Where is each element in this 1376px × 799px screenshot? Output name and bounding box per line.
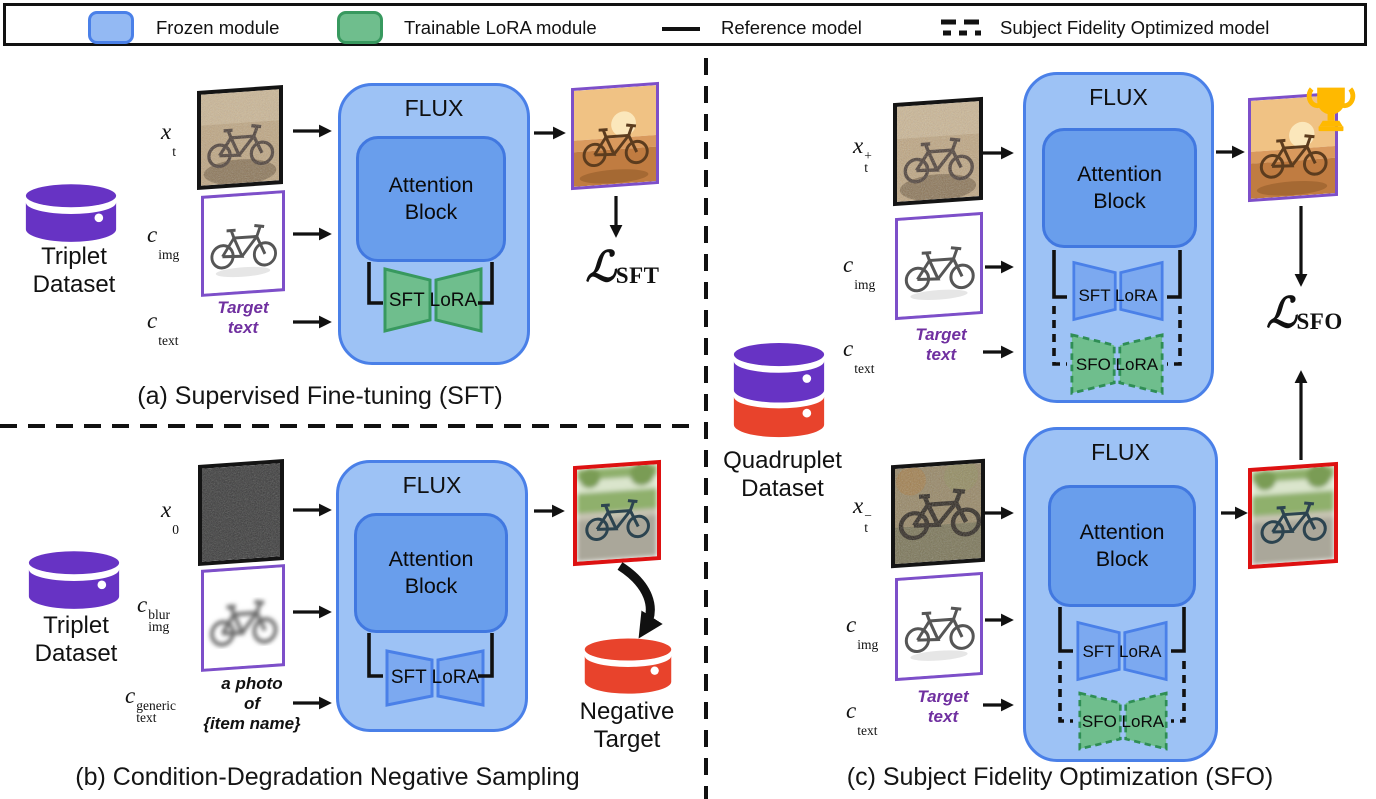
legend-bar: Frozen module Trainable LoRA module Refe… [3,3,1367,46]
subject-condition-photo [895,211,983,321]
sft-lora-label: SFT LoRA [388,290,478,311]
winner-output-photo [1248,91,1338,203]
trainable-sfo-lora-module-icon [1078,691,1168,751]
sft-loss: ℒSFT [585,242,660,291]
noisy-positive-photo [893,96,983,207]
trophy-icon [1306,87,1356,132]
reference-model-line-icon [662,27,700,31]
noisy-negative-photo [891,458,985,569]
database-icon [28,551,120,609]
trainable-lora-swatch-icon [337,11,383,44]
noisy-input-photo [197,84,283,191]
frozen-sft-lora-module-icon [385,649,485,707]
flux-title: FLUX [1091,439,1150,465]
negative-output-photo [1248,461,1338,570]
sfo-lora-label: SFO LoRA [1081,712,1165,731]
sft-lora-module-icon [383,267,483,333]
sft-lora-label: SFT LoRA [1078,286,1158,305]
legend-frozen-label: Frozen module [156,17,280,38]
database-icon [25,184,117,242]
xt-plus-label: x+t [853,133,872,175]
frozen-sft-lora-module-icon [1072,260,1164,322]
generated-output-photo [571,81,659,191]
negative-database-icon [584,638,672,694]
panel-a-caption: (a) Supervised Fine-tuning (SFT) [137,382,503,410]
subject-condition-photo [201,190,285,297]
legend-trainable-label: Trainable LoRA module [404,17,597,38]
sfo-model-dashed-line-icon [941,19,981,36]
sft-lora-label: SFT LoRA [1082,642,1162,661]
flux-title: FLUX [1089,84,1148,110]
xt-minus-label: x−t [853,493,872,535]
blurred-condition-photo [201,564,285,672]
negative-output-photo [573,459,661,567]
pure-noise-photo [198,458,284,567]
frozen-module-swatch-icon [88,11,134,44]
legend-reference-label: Reference model [721,17,862,38]
frozen-sft-lora-module-icon [1076,620,1168,682]
legend-sfo-label: Subject Fidelity Optimized model [1000,17,1270,38]
flux-title: FLUX [402,472,462,498]
stacked-database-icon [733,343,825,438]
sfo-lora-label: SFO LoRA [1075,355,1159,374]
sfo-loss: ℒSFO [1266,288,1343,337]
flux-title: FLUX [404,95,464,121]
curved-arrow [617,562,663,639]
sft-lora-label: SFT LoRA [390,667,480,688]
subject-condition-photo [895,571,983,682]
panel-b-caption: (b) Condition-Degradation Negative Sampl… [75,763,580,791]
panel-c-caption: (c) Subject Fidelity Optimization (SFO) [846,763,1274,791]
trainable-sfo-lora-module-icon [1070,333,1164,395]
